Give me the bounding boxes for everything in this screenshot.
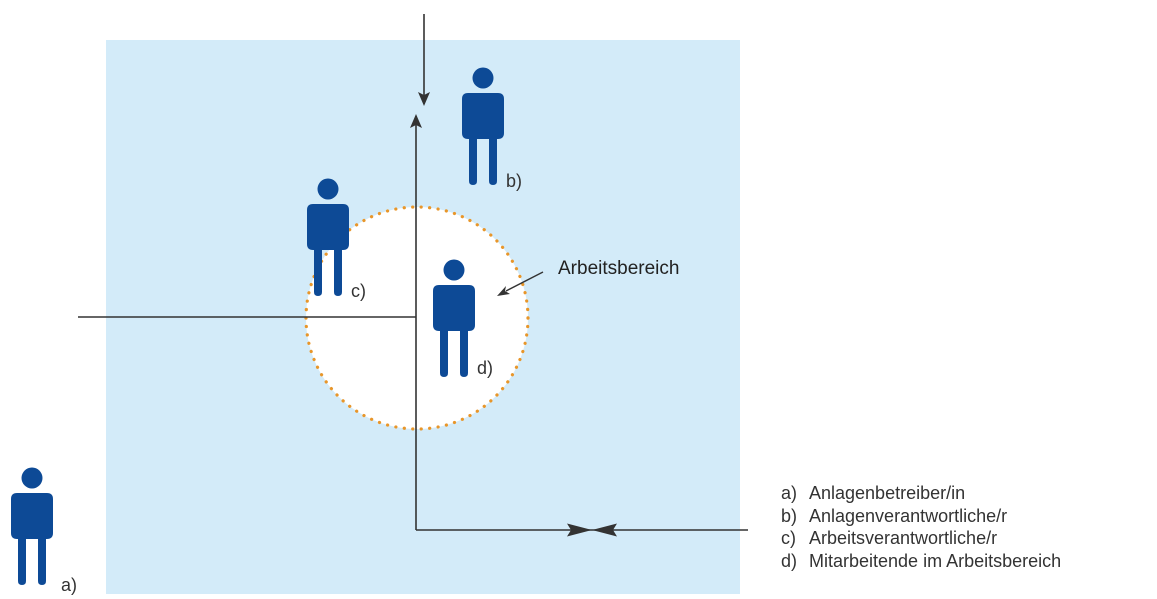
arrow-right-icon <box>567 523 592 537</box>
legend-item: b) Anlagenverantwortliche/r <box>781 505 1061 528</box>
person-a-label: a) <box>61 575 78 595</box>
person-d-label: d) <box>477 358 494 378</box>
legend-item: c) Arbeitsverantwortliche/r <box>781 527 1061 550</box>
person-a-icon <box>11 467 53 585</box>
legend-key: a) <box>781 483 798 503</box>
legend-key: b) <box>781 505 798 526</box>
person-b-label: b) <box>506 171 523 191</box>
work-area-circle <box>304 205 530 431</box>
legend-item: a) Anlagenbetreiber/in <box>781 482 1061 505</box>
work-area-pointer-icon <box>497 286 510 296</box>
legend-key: d) <box>781 550 798 571</box>
legend-text: Anlagenbetreiber/in <box>809 483 966 503</box>
work-area-pointer-line <box>505 271 544 292</box>
legend-text: Anlagenverantwortliche/r <box>809 505 1008 526</box>
person-c-label: c) <box>351 281 366 301</box>
arrow-left-icon <box>592 523 617 537</box>
arrow-up-icon <box>410 114 422 128</box>
arrow-down-icon <box>418 92 430 106</box>
legend-text: Arbeitsverantwortliche/r <box>809 528 998 548</box>
legend: a) Anlagenbetreiber/in b) Anlagenverantwor… <box>781 482 1061 572</box>
work-area-label: Arbeitsbereich <box>558 258 680 279</box>
arrowheads <box>410 92 617 537</box>
legend-text: Mitarbeitende im Arbeitsbereich <box>809 550 1062 571</box>
legend-key: c) <box>781 528 796 548</box>
legend-item: d) Mitarbeitende im Arbeitsbereich <box>781 550 1061 573</box>
